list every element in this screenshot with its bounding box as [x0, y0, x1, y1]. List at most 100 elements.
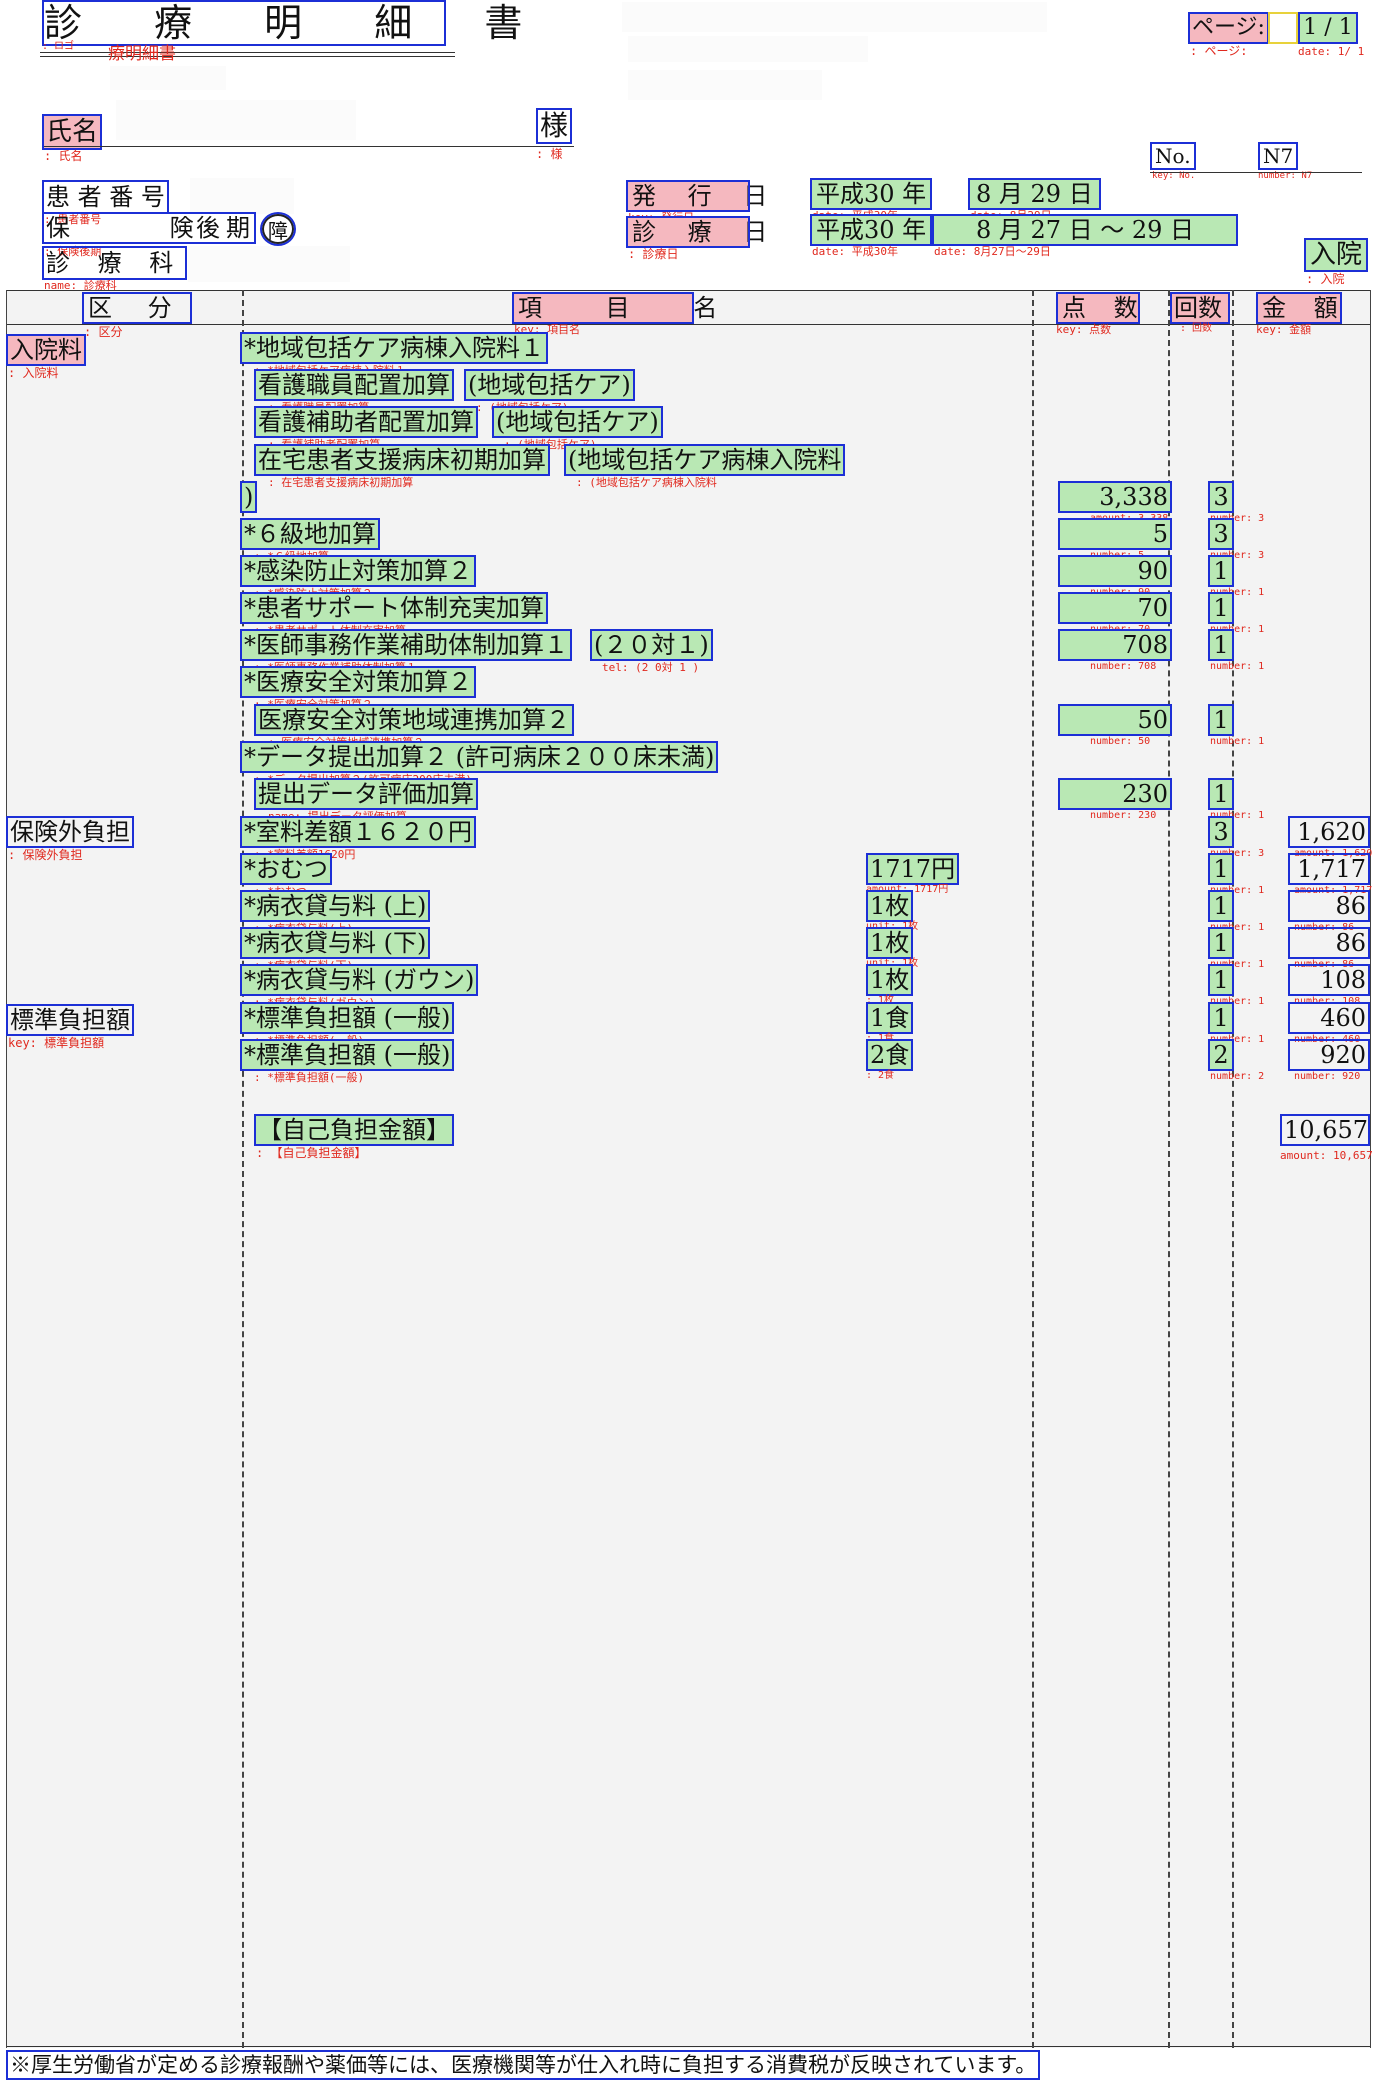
row-item-name: *医師事務作業補助体制加算１ [240, 629, 572, 661]
row-item-annotation: : *地域包括ケア病棟入院料１ [254, 365, 406, 376]
row-item-qualifier-annotation: : (地域包括ケア病棟入院料 [576, 476, 717, 489]
col-header-amount: 金 額 [1256, 292, 1342, 324]
row-unit: 1枚 [865, 927, 914, 959]
row-points: 90 [1058, 555, 1172, 587]
row-item-qualifier: (地域包括ケア) [464, 369, 635, 401]
col-header-amount-annotation: key: 金額 [1256, 323, 1312, 336]
row-count: 1 [1208, 927, 1234, 959]
row-points: 5 [1058, 518, 1172, 550]
row-amount-annotation: number: 460 [1294, 1034, 1361, 1045]
row-item-annotation: : *医師事務作業補助体制加算１ [254, 662, 417, 673]
total-value: 10,657 [1280, 1114, 1370, 1146]
row-item-annotation: : 医療安全対策地域連携加算２ [268, 737, 424, 748]
row-item-name: *おむつ [240, 853, 332, 885]
table-header-border [6, 324, 1370, 325]
row-count: 1 [1208, 853, 1234, 885]
row-points: 50 [1058, 704, 1172, 736]
row-count-annotation: number: 3 [1210, 848, 1265, 859]
row-amount: 460 [1288, 1002, 1370, 1034]
row-amount: 920 [1288, 1039, 1370, 1071]
row-points-annotation: amount: 3,338 [1090, 513, 1169, 524]
patient-name-redacted [116, 100, 356, 140]
disability-badge: 障 [260, 212, 296, 246]
patient-name-label: 氏名 [41, 114, 103, 150]
table-top-border [6, 290, 1370, 291]
row-unit: 1食 [865, 1002, 914, 1034]
row-item-annotation: : *おむつ [254, 886, 307, 897]
row-count-annotation: number: 1 [1210, 885, 1265, 896]
col-divider-points [1168, 290, 1170, 2048]
row-points: 3,338 [1058, 481, 1172, 513]
row-item-annotation: name: 提出データ評価加算 [268, 810, 407, 823]
row-item-annotation: : *病衣貸与料(上) [254, 923, 353, 934]
row-unit: 1枚 [865, 890, 914, 922]
no-label: No. [1150, 142, 1196, 170]
row-points: 708 [1058, 629, 1172, 661]
page-label-annotation: : ページ: [1190, 44, 1248, 58]
row-count: 1 [1208, 555, 1234, 587]
row-count-annotation: number: 1 [1210, 922, 1265, 933]
row-count-annotation: number: 1 [1210, 661, 1265, 672]
row-item-annotation: : *６級地加算 [254, 551, 329, 562]
row-item-annotation: : *データ提出加算２(許可病床200床未満) [254, 774, 472, 785]
treatment-date-label: 診 療 日 [626, 216, 767, 248]
insurance-type: 後期 [196, 214, 256, 242]
row-item-name: *地域包括ケア病棟入院料１ [240, 332, 548, 364]
row-amount-annotation: amount: 1,717 [1294, 885, 1373, 896]
row-amount-annotation: number: 920 [1294, 1071, 1361, 1082]
treatment-date-era: 平成30 年 [809, 214, 933, 246]
inpatient-badge: 入院 [1303, 238, 1369, 272]
issue-date-label-annotation: key: 発行日 [628, 212, 694, 223]
row-count: 1 [1208, 629, 1234, 661]
total-label-annotation: : 【自己負担金額】 [256, 1146, 367, 1160]
row-item-annotation: : *感染防止対策加算２ [254, 588, 373, 599]
row-points-annotation: number: 50 [1090, 736, 1151, 747]
col-header-item-annotation: key: 項目名 [514, 323, 581, 336]
row-count-annotation: number: 2 [1210, 1071, 1265, 1082]
table-bottom-border [6, 2046, 1370, 2047]
row-points-annotation: number: 70 [1090, 624, 1151, 635]
row-item-annotation: : *患者サポート体制充実加算 [254, 625, 406, 636]
row-count-annotation: number: 1 [1210, 810, 1265, 821]
row-unit-annotation: unit: 1枚 [866, 921, 919, 932]
row-item-annotation: : *標準負担額(一般) [254, 1035, 364, 1046]
issue-date-era-annotation: date: 平成30年 [812, 210, 898, 221]
page-label: ページ: [1188, 12, 1269, 44]
footer-note: ※厚生労働省が定める診療報酬や薬価等には、医療機関等が仕入れ時に負担する消費税が… [5, 2050, 1041, 2080]
page-number-annotation: date: 1/ 1 [1298, 45, 1365, 58]
row-unit-annotation: : 2食 [866, 1070, 895, 1081]
col-header-category-annotation: : 区分 [84, 325, 123, 339]
row-item-annotation: : *病衣貸与料(下) [254, 960, 353, 971]
patient-number-label: 患 者 番 号 [42, 180, 169, 214]
row-points-annotation: number: 230 [1090, 810, 1157, 821]
row-unit-annotation: amount: 1717円 [866, 884, 949, 895]
row-item-qualifier: (２０対１) [590, 629, 713, 661]
row-count-annotation: number: 1 [1210, 624, 1265, 635]
table-left-border [6, 290, 7, 2048]
row-count-annotation: number: 3 [1210, 513, 1265, 524]
row-item-name: 医療安全対策地域連携加算２ [254, 704, 574, 736]
insurance-label: 保 険 [42, 212, 256, 244]
col-header-points-annotation: key: 点数 [1056, 323, 1112, 336]
section-non-insured-annotation: : 保険外負担 [8, 848, 83, 862]
row-unit-annotation: unit: 1枚 [866, 958, 919, 969]
hospital-info-redacted [622, 2, 1047, 32]
row-count-annotation: number: 1 [1210, 996, 1265, 1007]
row-count: 3 [1208, 816, 1234, 848]
title-annotation-prefix: : ロゴ [42, 41, 75, 52]
row-amount-annotation: number: 108 [1294, 996, 1361, 1007]
row-item-name: *医療安全対策加算２ [240, 666, 476, 698]
no-value: N7 [1257, 142, 1299, 170]
row-item-name: *感染防止対策加算２ [240, 555, 476, 587]
page-title: 診 療 明 細 書 [42, 0, 553, 46]
row-unit-annotation: : 1食 [866, 1033, 895, 1044]
row-count-annotation: number: 1 [1210, 587, 1265, 598]
patient-honorific-annotation: : 様 [536, 147, 563, 161]
col-header-category: 区 分 [82, 292, 192, 324]
section-admission: 入院料 [6, 334, 86, 366]
row-points-annotation: number: 90 [1090, 587, 1151, 598]
patient-number-label-annotation: : 患者番号 [44, 213, 102, 226]
row-amount-annotation: amount: 1,620 [1294, 848, 1373, 859]
row-amount: 86 [1288, 890, 1370, 922]
